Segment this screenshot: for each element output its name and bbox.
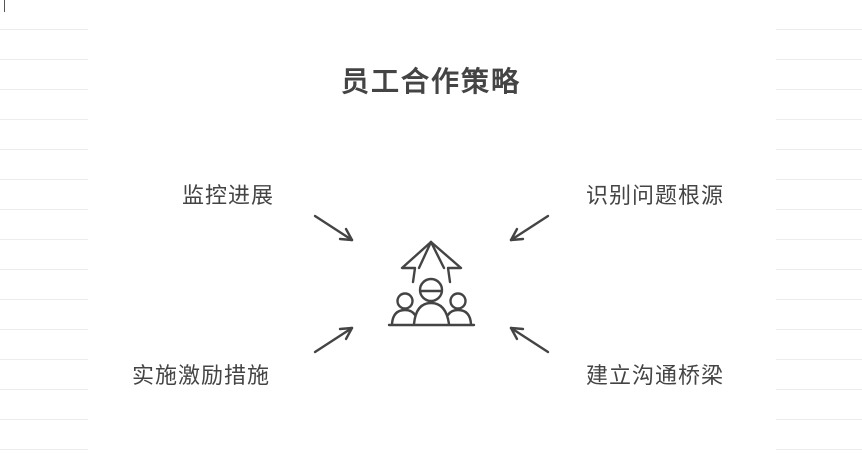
node-identify-root-cause: 识别问题根源 (586, 184, 725, 209)
arrow-bottom-right (509, 326, 550, 354)
node-monitor-progress: 监控进展 (182, 184, 275, 209)
text-cursor (4, 0, 5, 12)
arrow-bottom-left (313, 326, 354, 354)
arrow-top-right (509, 214, 550, 242)
node-build-communication-bridge: 建立沟通桥梁 (586, 364, 725, 389)
node-implement-incentives: 实施激励措施 (132, 364, 271, 389)
diagram-title: 员工合作策略 (340, 65, 521, 98)
team-growth-icon (387, 240, 476, 327)
diagram-panel (88, 0, 776, 468)
arrow-top-left (313, 214, 354, 242)
